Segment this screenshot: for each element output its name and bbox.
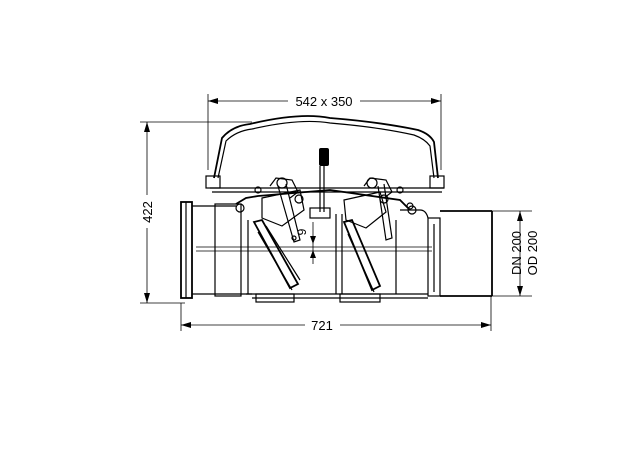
emergency-handle xyxy=(309,148,331,219)
outlet-spigot xyxy=(400,209,493,297)
od-label: OD 200 xyxy=(525,231,540,276)
diameter-dimension: DN 200 OD 200 xyxy=(492,210,540,297)
inlet-socket xyxy=(180,201,252,299)
flap-offset-dimension: 9 xyxy=(295,222,316,264)
height-label: 422 xyxy=(140,201,155,223)
length-label: 721 xyxy=(311,318,333,333)
dn-label: DN 200 xyxy=(509,231,524,275)
fasteners xyxy=(235,186,417,215)
lever-right xyxy=(363,177,414,241)
flap-offset-label: 9 xyxy=(295,228,309,235)
lever-left xyxy=(269,177,304,243)
right-flap xyxy=(342,191,387,293)
valve-housing xyxy=(196,189,432,303)
valve-cover xyxy=(205,115,445,193)
cover-width-dimension: 542 x 350 xyxy=(207,94,442,170)
left-flap xyxy=(252,189,305,291)
length-dimension: 721 xyxy=(180,296,492,333)
cover-size-label: 542 x 350 xyxy=(295,94,352,109)
height-dimension: 422 xyxy=(140,121,252,304)
